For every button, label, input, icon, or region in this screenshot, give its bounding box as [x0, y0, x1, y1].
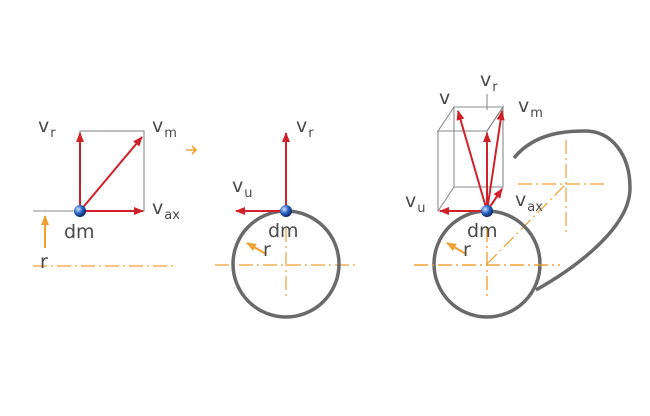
label-v-ax: vax — [515, 189, 543, 215]
label-v-r: vr — [480, 69, 498, 95]
meridional-velocity-arrow — [486, 110, 505, 212]
mass-point — [74, 205, 86, 217]
absolute-velocity-arrow — [456, 110, 488, 212]
label-v-u: vu — [405, 190, 426, 216]
label-dm: dm — [268, 220, 299, 242]
rotation-axis-line — [486, 183, 567, 265]
label-v: v — [439, 87, 450, 109]
label-v-r: vr — [296, 115, 314, 141]
cylinder-back-contour — [512, 129, 632, 292]
box-hidden-edge-3 — [437, 186, 455, 212]
label-r: r — [463, 239, 471, 261]
panel-2: vr vu dm r — [215, 115, 358, 319]
panel-1: vr vm vax dm r — [33, 115, 198, 273]
label-v-m: vm — [152, 115, 177, 141]
panel-3: v vr vm vu vax dm r — [405, 69, 632, 319]
label-dm: dm — [64, 221, 95, 243]
box-top — [436, 106, 505, 132]
label-r: r — [40, 251, 48, 273]
label-dm: dm — [467, 220, 498, 242]
radius-arrow — [246, 242, 267, 255]
label-v-r: vr — [38, 115, 56, 141]
radius-arrow — [446, 242, 467, 255]
resultant-velocity-arrow — [79, 136, 143, 212]
label-r: r — [263, 239, 271, 261]
label-v-m: vm — [518, 95, 543, 121]
label-v-u: vu — [232, 175, 253, 201]
mass-point — [280, 205, 292, 217]
mass-point — [481, 205, 493, 217]
label-v-ax: vax — [152, 197, 180, 223]
flow-arrow-icon — [186, 145, 198, 155]
